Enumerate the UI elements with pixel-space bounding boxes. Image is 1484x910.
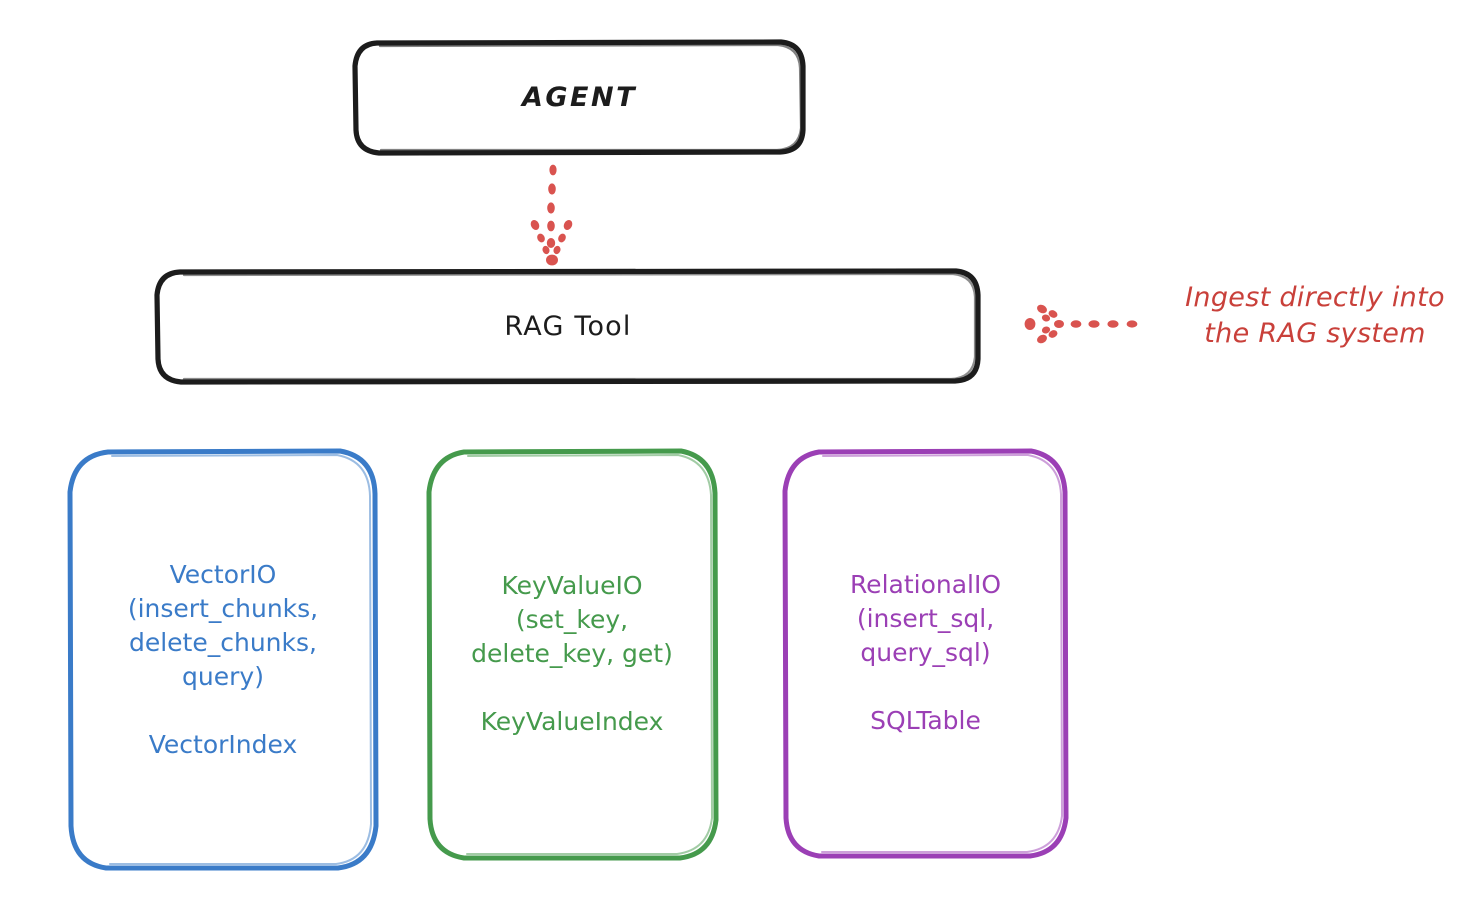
rag-tool-label: RAG Tool: [504, 310, 632, 342]
vector-io-box[interactable]: VectorIO (insert_chunks, delete_chunks, …: [70, 450, 376, 869]
relational-io-box[interactable]: RelationalIO (insert_sql, query_sql) SQL…: [785, 450, 1066, 856]
vector-io-content: VectorIO (insert_chunks, delete_chunks, …: [70, 558, 376, 762]
relational-io-api-label: RelationalIO (insert_sql, query_sql): [849, 570, 1002, 667]
key-value-io-api-label: KeyValueIO (set_key, delete_key, get): [471, 571, 673, 668]
ingest-annotation-label: Ingest directly into the RAG system: [1185, 282, 1445, 349]
ingest-to-rag-connector: [1024, 304, 1138, 344]
vector-io-index-label: VectorIndex: [148, 729, 298, 759]
relational-io-content: RelationalIO (insert_sql, query_sql) SQL…: [785, 568, 1066, 738]
agent-to-rag-connector: [530, 164, 573, 266]
key-value-io-box[interactable]: KeyValueIO (set_key, delete_key, get) Ke…: [428, 450, 716, 858]
agent-label: AGENT: [521, 81, 637, 113]
agent-box[interactable]: AGENT: [355, 42, 804, 153]
key-value-io-index-label: KeyValueIndex: [480, 707, 664, 736]
key-value-io-content: KeyValueIO (set_key, delete_key, get) Ke…: [428, 569, 716, 739]
relational-io-index-label: SQLTable: [870, 706, 981, 735]
rag-tool-box[interactable]: RAG Tool: [157, 271, 979, 382]
vector-io-api-label: VectorIO (insert_chunks, delete_chunks, …: [127, 559, 319, 691]
